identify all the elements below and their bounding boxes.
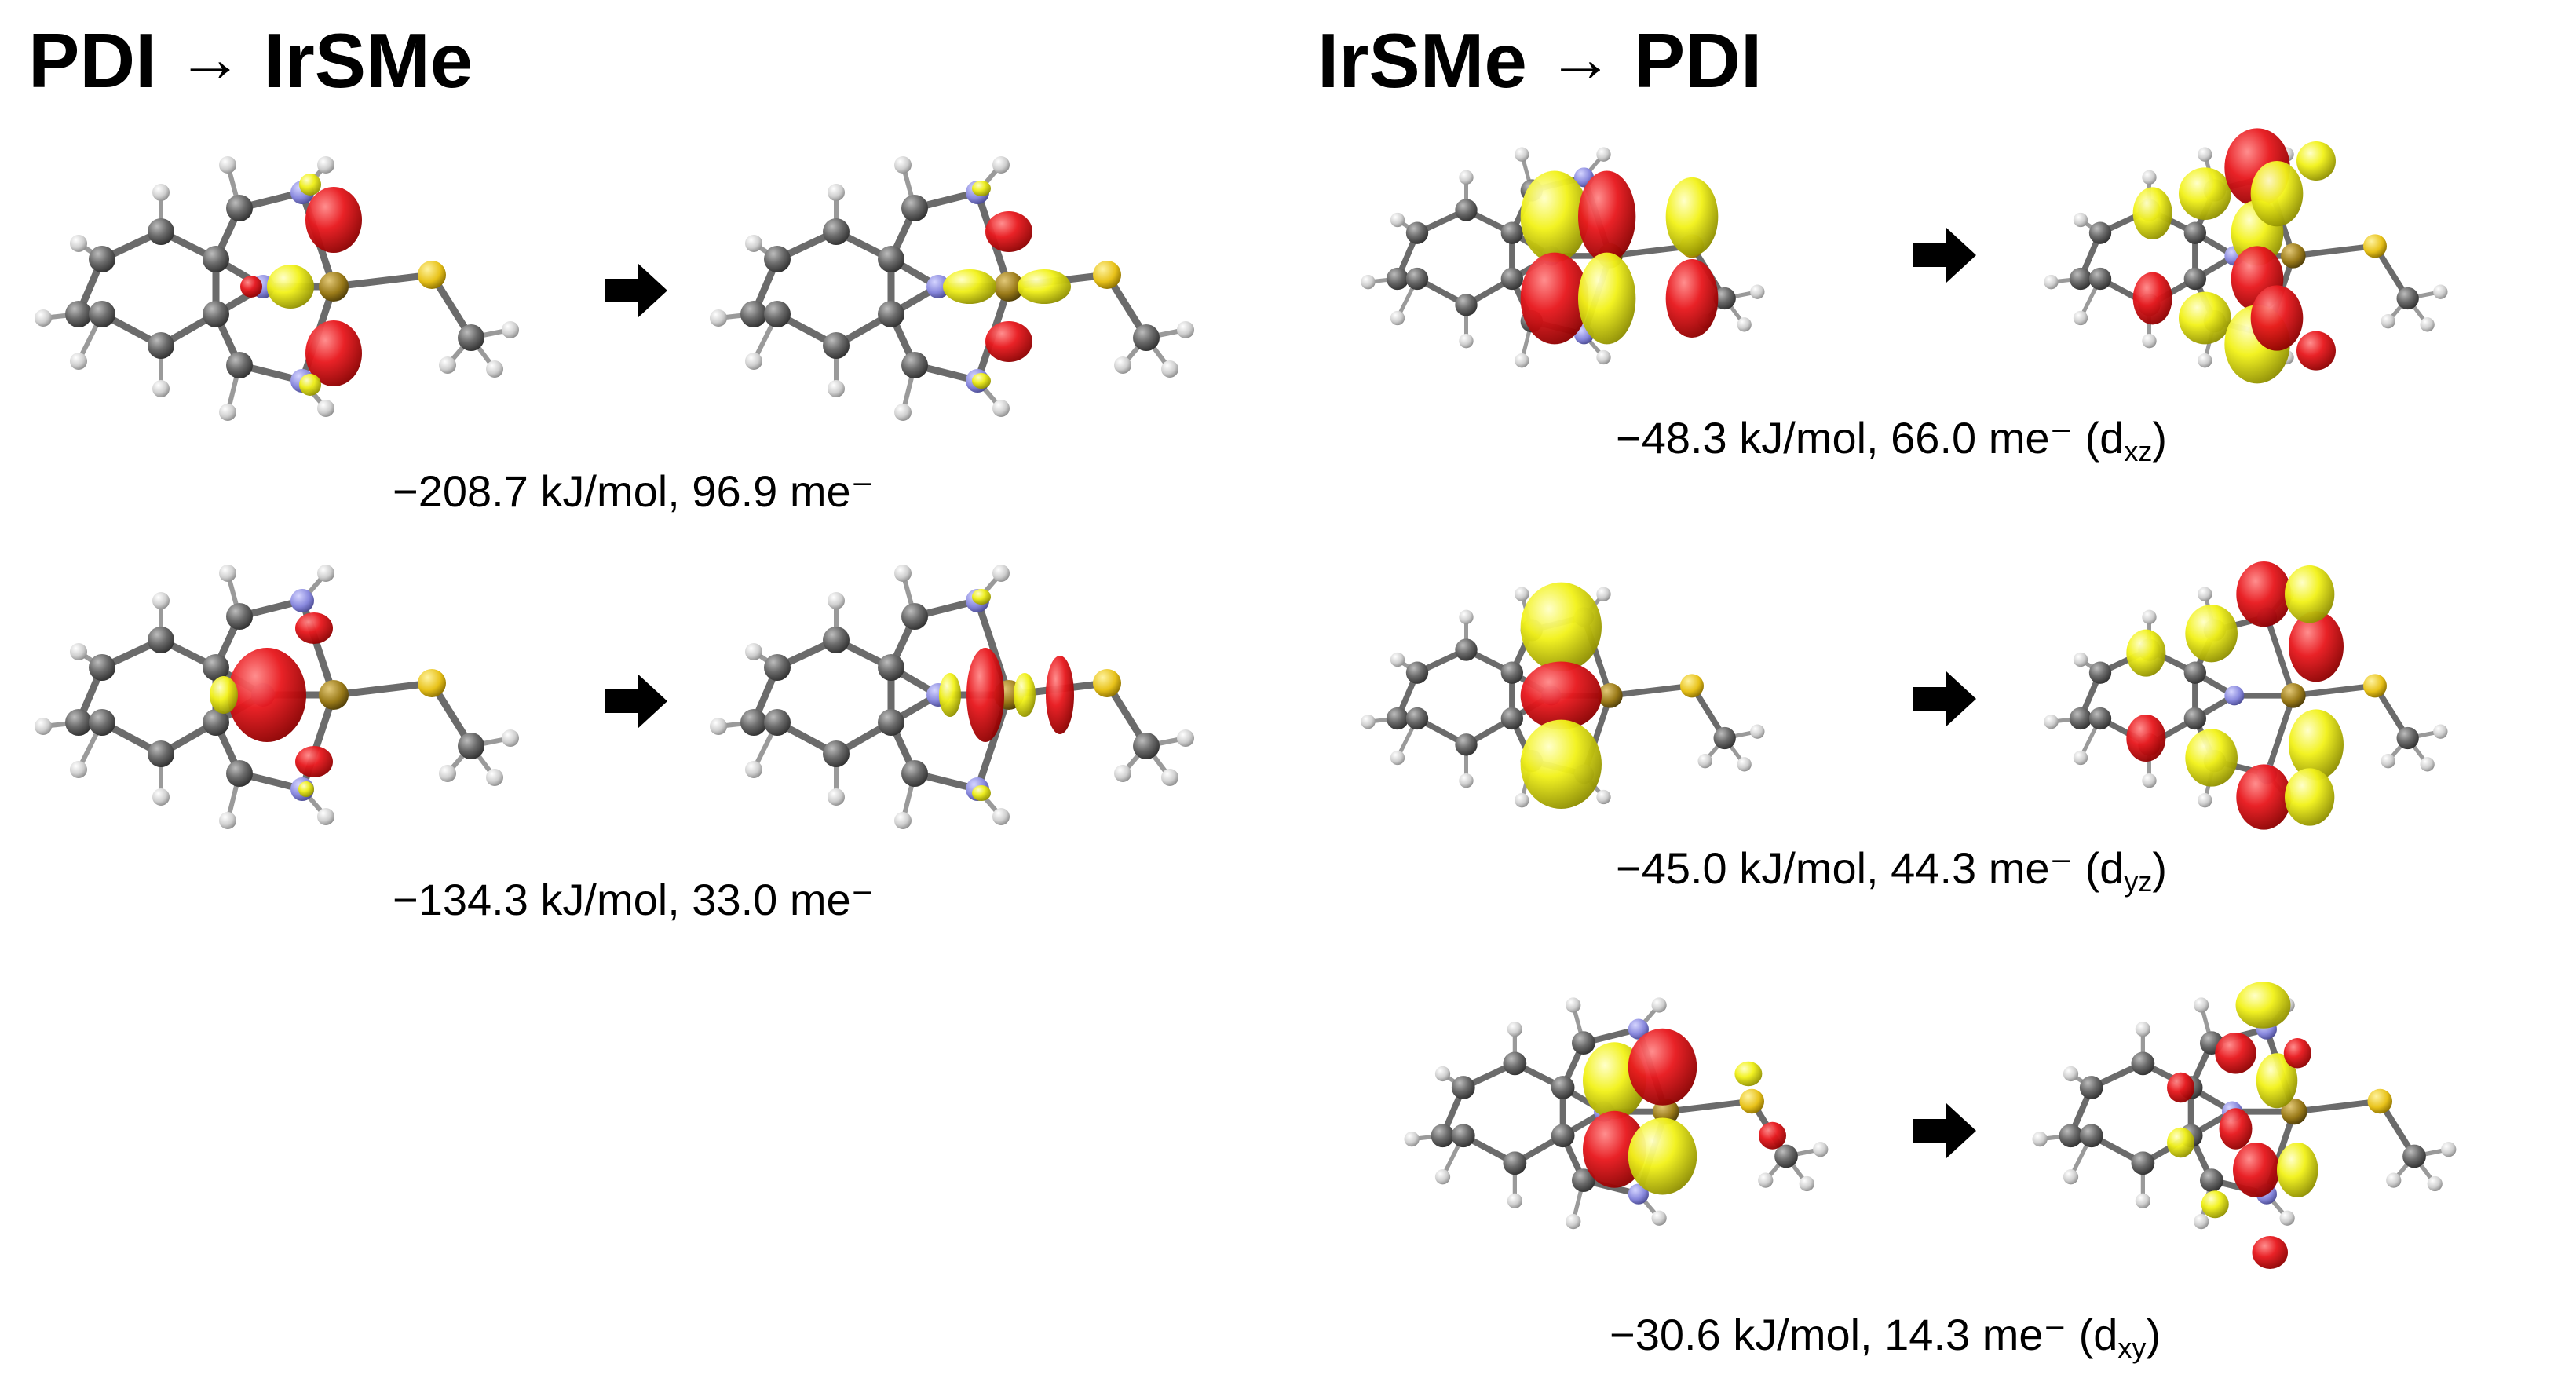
right-heading: IrSMe→PDI (1317, 22, 1762, 99)
right-row3-donor-molecule (1404, 997, 1829, 1230)
right-row2-donor-molecule (1361, 582, 1765, 809)
right-row2-acceptor-molecule (2044, 561, 2448, 830)
right-row1-caption-text: −48.3 kJ/mol, 66.0 me⁻ (d (1616, 413, 2125, 463)
left-heading-to: IrSMe (263, 17, 473, 104)
right-row1-transfer-arrow-icon (1913, 228, 1976, 283)
right-row3-orbital-subscript: xy (2117, 1332, 2147, 1364)
right-row2-transfer-arrow-icon (1913, 671, 1976, 726)
left-row1-caption: −208.7 kJ/mol, 96.9 me⁻ (393, 466, 875, 516)
right-row1-orbital-subscript: xz (2124, 435, 2153, 467)
right-row1-donor-molecule (1361, 147, 1765, 368)
left-heading: PDI→IrSMe (28, 22, 473, 99)
right-row1-caption: −48.3 kJ/mol, 66.0 me⁻ (dxz) (1616, 413, 2168, 466)
left-row2-donor-molecule (35, 565, 519, 829)
left-row2-transfer-arrow-icon (605, 674, 667, 729)
right-row1-acceptor-molecule (2044, 128, 2448, 384)
right-heading-to: PDI (1633, 17, 1763, 104)
right-row3-caption-close: ) (2146, 1310, 2161, 1359)
right-row1-caption-close: ) (2152, 413, 2168, 463)
right-row2-caption: −45.0 kJ/mol, 44.3 me⁻ (dyz) (1616, 843, 2168, 896)
right-row2-caption-close: ) (2152, 843, 2168, 893)
right-row2-orbital-subscript: yz (2124, 865, 2153, 898)
right-row3-transfer-arrow-icon (1913, 1103, 1976, 1158)
left-row1-acceptor-molecule (710, 156, 1194, 421)
right-heading-from: IrSMe (1317, 17, 1527, 104)
left-row1-donor-molecule (35, 156, 519, 421)
right-row3-acceptor-molecule (2032, 982, 2457, 1269)
left-row2-acceptor-molecule (710, 565, 1194, 829)
left-heading-arrow: → (177, 21, 243, 95)
left-row2-caption: −134.3 kJ/mol, 33.0 me⁻ (393, 875, 875, 924)
right-row3-caption: −30.6 kJ/mol, 14.3 me⁻ (dxy) (1610, 1310, 2161, 1362)
right-row2-caption-text: −45.0 kJ/mol, 44.3 me⁻ (d (1616, 843, 2125, 893)
left-heading-from: PDI (28, 17, 157, 104)
left-row1-transfer-arrow-icon (605, 263, 667, 318)
right-heading-arrow: → (1547, 21, 1613, 95)
right-row3-caption-text: −30.6 kJ/mol, 14.3 me⁻ (d (1610, 1310, 2118, 1359)
